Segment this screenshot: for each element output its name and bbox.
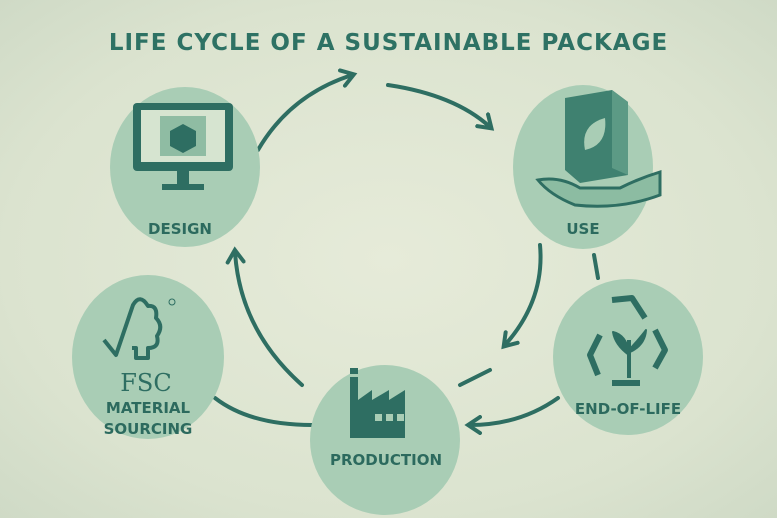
production-label: PRODUCTION bbox=[330, 451, 442, 469]
arrow-production-to-design bbox=[225, 246, 304, 387]
material-label: MATERIAL bbox=[106, 399, 191, 417]
arrow-use-down bbox=[501, 243, 543, 350]
stage-production[interactable]: PRODUCTION bbox=[310, 365, 460, 515]
fsc-tree-icon bbox=[102, 297, 176, 360]
factory-icon bbox=[350, 368, 405, 438]
connector-production-right bbox=[458, 368, 492, 387]
diagram-title: LIFE CYCLE OF A SUSTAINABLE PACKAGE bbox=[108, 30, 669, 56]
hand-box-leaf-icon bbox=[535, 90, 662, 208]
stage-design[interactable]: DESIGN bbox=[110, 87, 260, 247]
stage-end-of-life[interactable]: END-OF-LIFE bbox=[553, 279, 703, 435]
connector-sourcing-to-production bbox=[213, 396, 314, 427]
arrow-eol-to-production bbox=[464, 396, 560, 435]
sourcing-label: SOURCING bbox=[104, 420, 193, 438]
design-label: DESIGN bbox=[148, 220, 212, 238]
monitor-box-icon bbox=[133, 103, 233, 190]
connector-use-eol bbox=[592, 253, 600, 280]
stage-use[interactable]: USE bbox=[513, 85, 662, 249]
fsc-logo-text: FSC bbox=[120, 369, 171, 397]
recycle-sprout-icon bbox=[587, 295, 668, 386]
end-of-life-label: END-OF-LIFE bbox=[575, 400, 681, 418]
stage-material-sourcing[interactable]: FSC MATERIAL SOURCING bbox=[72, 275, 224, 439]
use-label: USE bbox=[566, 220, 599, 238]
arrow-top-to-use bbox=[386, 83, 495, 131]
arrow-design-to-top bbox=[256, 68, 358, 152]
